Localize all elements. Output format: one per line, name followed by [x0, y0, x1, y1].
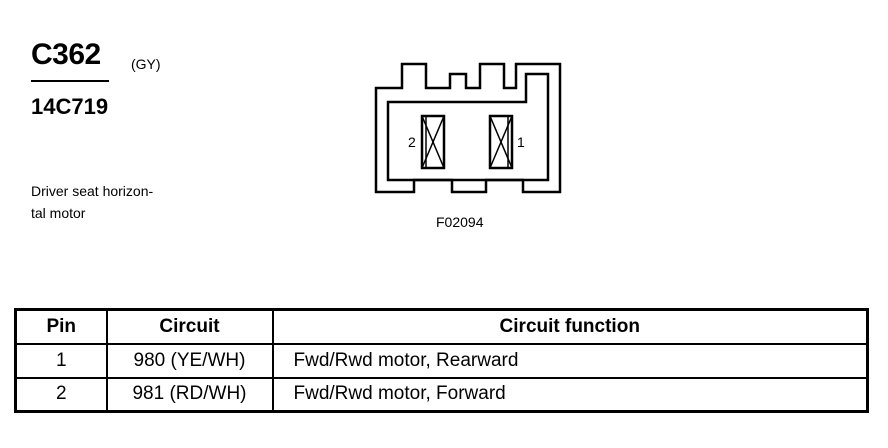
connector-face-diagram: 2 1	[374, 62, 562, 194]
pin-table: Pin Circuit Circuit function 1 980 (YE/W…	[14, 308, 869, 413]
component-description: Driver seat horizon- tal motor	[31, 180, 191, 224]
connector-cavity-outline	[386, 72, 550, 182]
cell-pin: 2	[14, 376, 108, 413]
description-line-2: tal motor	[31, 205, 86, 221]
cell-circuit-function: Fwd/Rwd motor, Rearward	[271, 342, 869, 379]
connector-id: C362	[31, 38, 101, 71]
header-circuit: Circuit	[105, 308, 274, 345]
figure-code: F02094	[436, 214, 484, 230]
table-header-row: Pin Circuit Circuit function	[14, 308, 869, 345]
pin-1-label: 1	[517, 134, 525, 150]
table-row: 2 981 (RD/WH) Fwd/Rwd motor, Forward	[14, 376, 869, 413]
description-line-1: Driver seat horizon-	[31, 183, 154, 199]
cell-circuit: 981 (RD/WH)	[105, 376, 274, 413]
connector-color: (GY)	[131, 56, 161, 72]
pin-2-label: 2	[408, 134, 416, 150]
connector-housing-outline	[374, 62, 562, 194]
title-underline	[31, 80, 109, 82]
table-row: 1 980 (YE/WH) Fwd/Rwd motor, Rearward	[14, 342, 869, 379]
header-pin: Pin	[14, 308, 108, 345]
cell-pin: 1	[14, 342, 108, 379]
cell-circuit-function: Fwd/Rwd motor, Forward	[271, 376, 869, 413]
pin-1-terminal	[488, 114, 514, 170]
header-circuit-function: Circuit function	[271, 308, 869, 345]
cell-circuit: 980 (YE/WH)	[105, 342, 274, 379]
pin-2-terminal	[420, 114, 446, 170]
part-number: 14C719	[31, 94, 109, 119]
